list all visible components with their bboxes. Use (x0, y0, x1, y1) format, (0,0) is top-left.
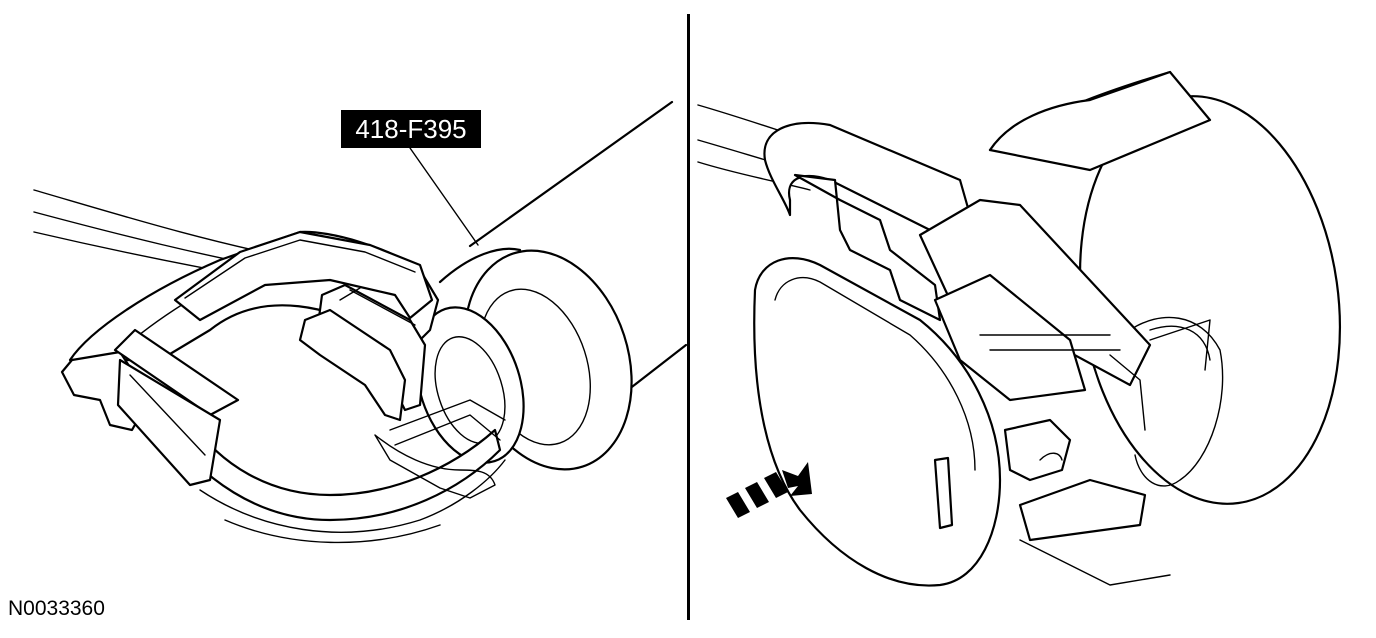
release-tool (60, 230, 506, 544)
panel-divider (687, 14, 690, 620)
connector-push-drawing (697, 70, 1342, 587)
connector-housing (988, 70, 1342, 505)
tool-on-connector-drawing (33, 100, 688, 544)
push-direction-arrow-icon (726, 462, 812, 518)
tube-lower-edge (626, 343, 688, 392)
figure-id: N0033360 (8, 597, 105, 620)
left-illustration-panel: 418-F395 N0033360 (8, 100, 688, 620)
tube-upper-edge (468, 100, 674, 248)
right-illustration-panel (690, 0, 1376, 638)
connector-body (415, 247, 633, 471)
callout-leader (409, 147, 479, 246)
connector-latch (753, 121, 1211, 587)
tool-number-callout: 418-F395 (341, 110, 481, 148)
